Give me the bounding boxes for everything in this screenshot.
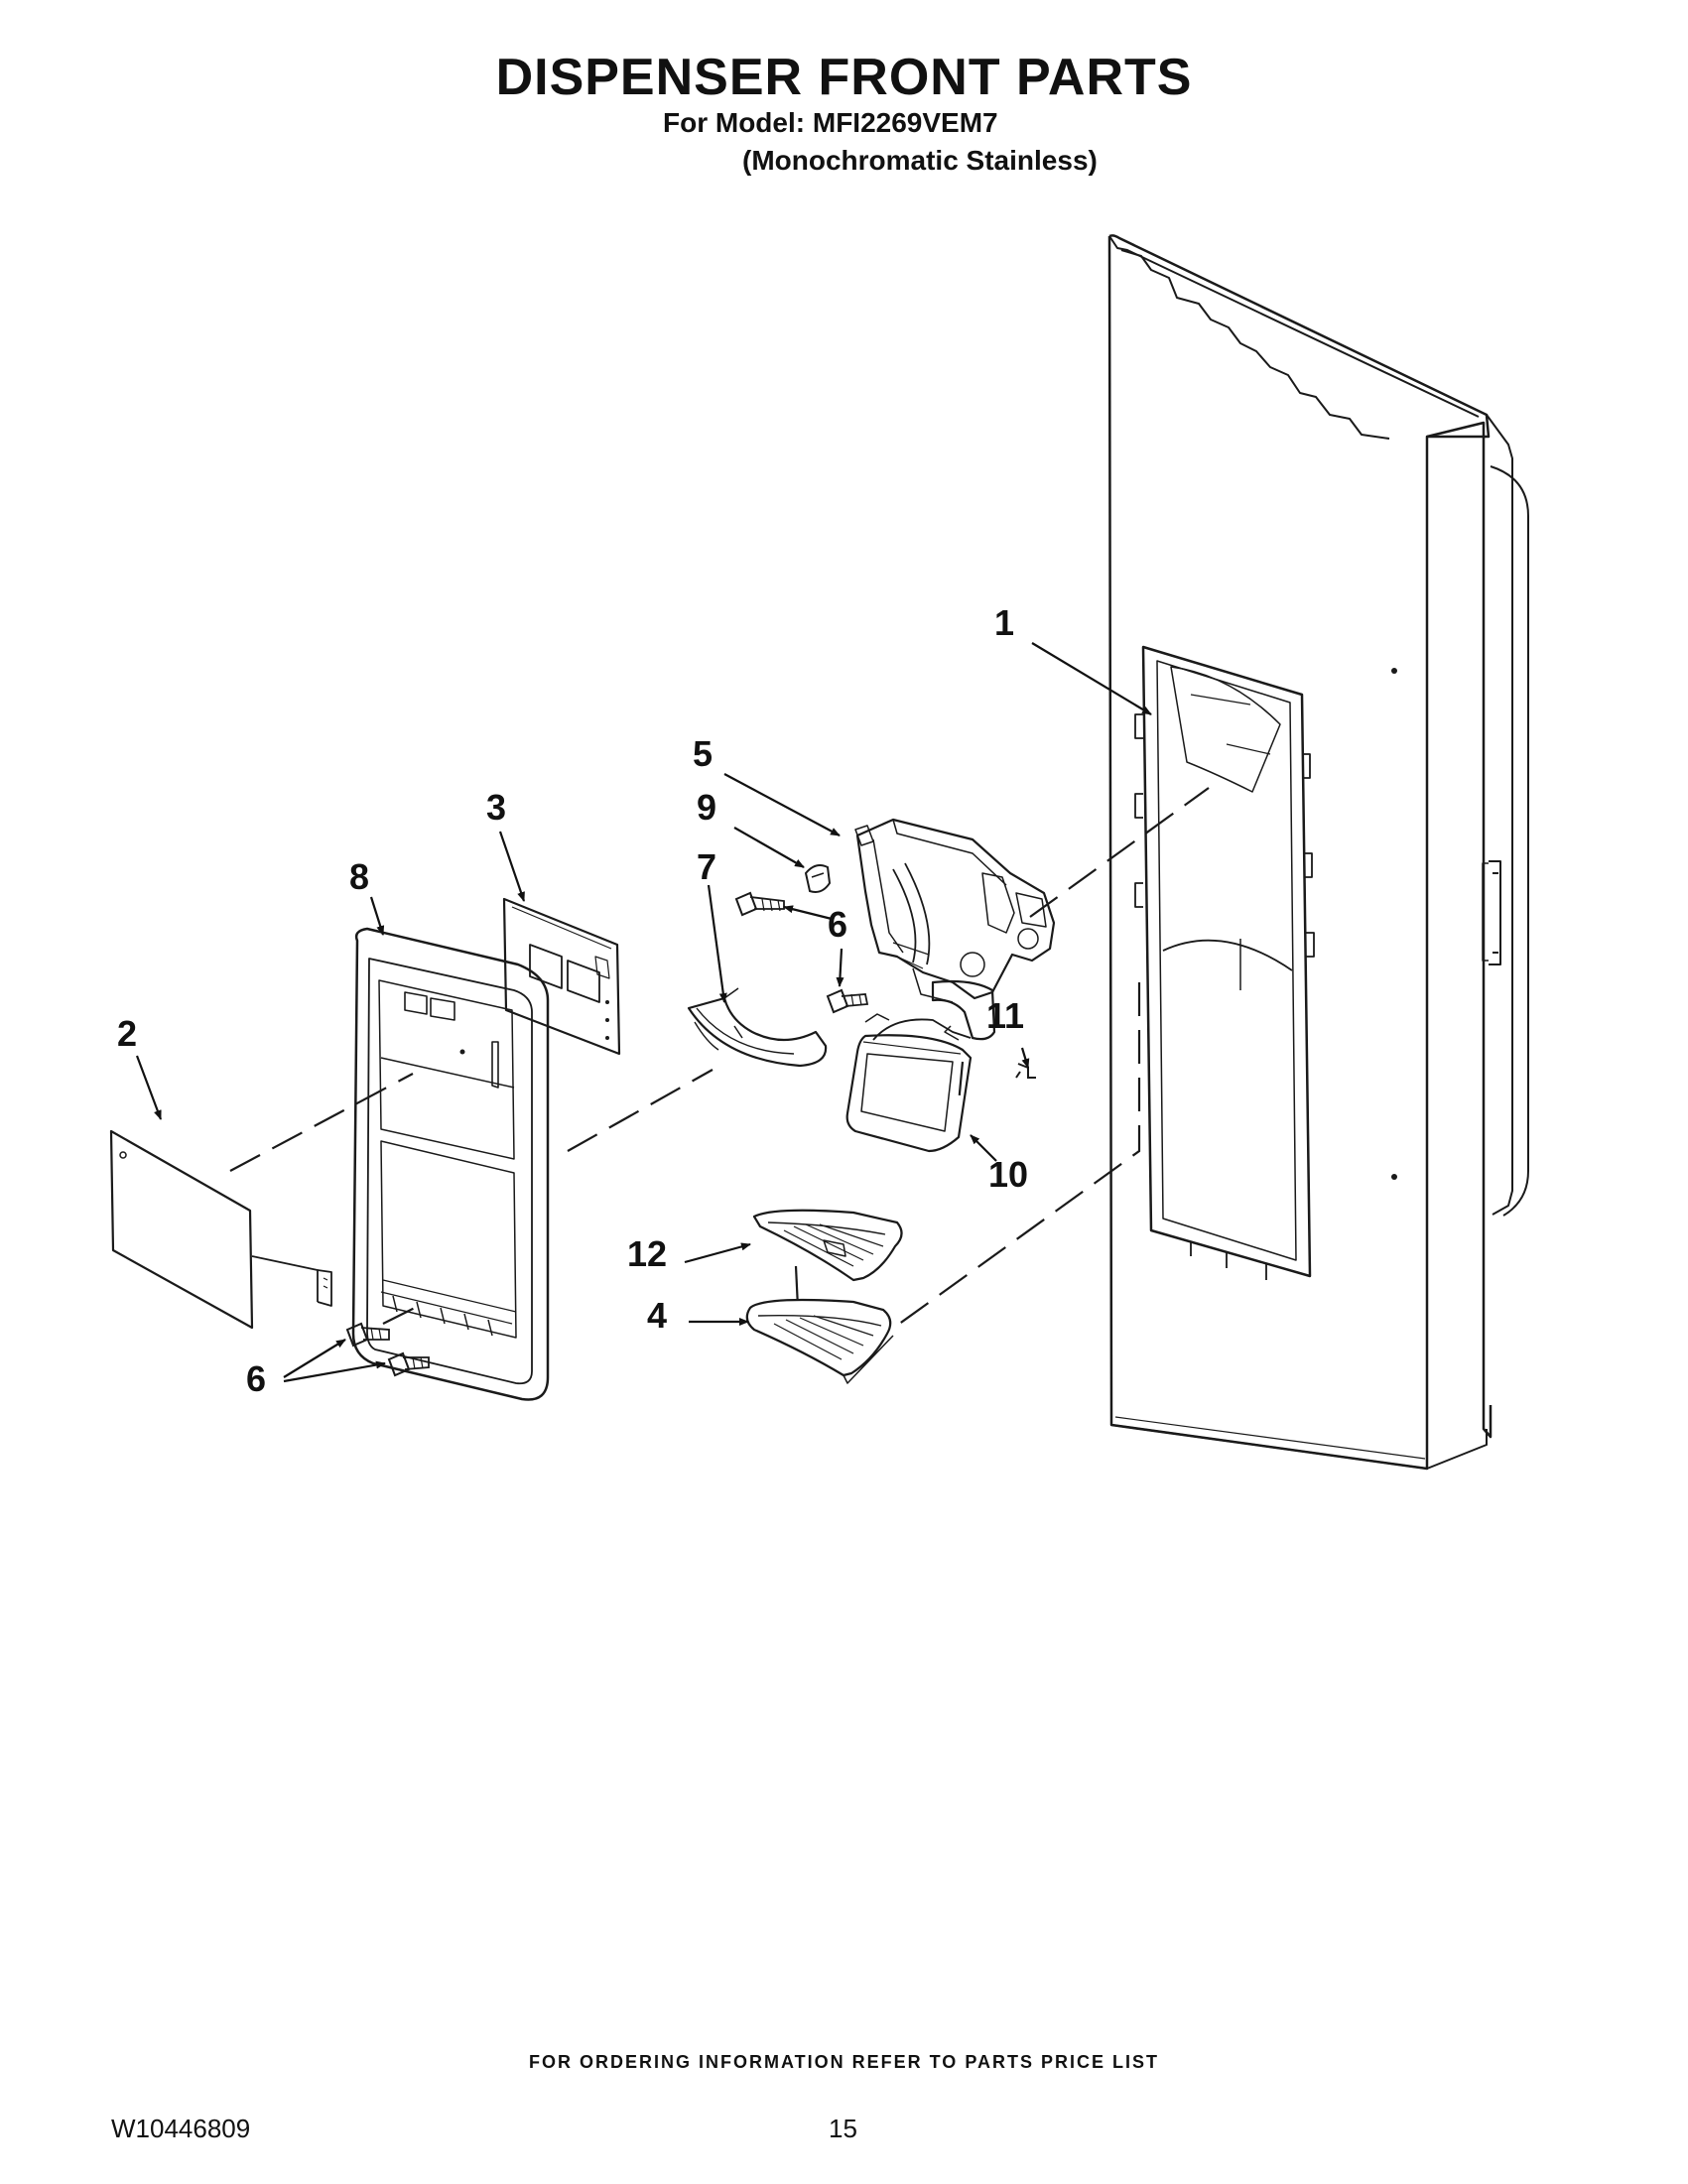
document-number: W10446809 xyxy=(111,2114,251,2143)
callout-9: 9 xyxy=(697,787,716,828)
screw-lower-1 xyxy=(345,1322,390,1348)
callout-6-lower: 6 xyxy=(246,1358,266,1399)
clip-part xyxy=(804,864,832,893)
drip-grille-part xyxy=(752,1209,903,1282)
callout-1: 1 xyxy=(994,602,1014,643)
lens-part xyxy=(687,987,828,1068)
screw-upper-2 xyxy=(826,988,869,1014)
callout-5: 5 xyxy=(693,733,713,774)
screw-upper-1 xyxy=(734,891,785,917)
callout-7: 7 xyxy=(697,846,716,887)
screw-lower-2 xyxy=(387,1351,430,1377)
callout-6-upper: 6 xyxy=(828,904,847,945)
label-sheet-part xyxy=(109,1129,332,1330)
assembly-lines xyxy=(229,787,1210,1331)
paddle-part xyxy=(845,1013,973,1153)
model-line: For Model: MFI2269VEM7 xyxy=(663,107,998,138)
callout-10: 10 xyxy=(988,1154,1028,1195)
dispenser-recess xyxy=(1134,645,1315,1280)
door-panel-part xyxy=(1107,234,1529,1471)
actuator-assembly-part xyxy=(854,818,1056,1041)
leader-arrows xyxy=(135,642,1152,1383)
drip-tray-part xyxy=(745,1298,894,1384)
page-number: 15 xyxy=(829,2114,857,2143)
callout-2: 2 xyxy=(117,1013,137,1054)
page-title: DISPENSER FRONT PARTS xyxy=(495,49,1193,106)
callout-3: 3 xyxy=(486,787,506,828)
callout-4: 4 xyxy=(647,1295,667,1336)
spring-part xyxy=(1015,1063,1036,1079)
bezel-frame-part xyxy=(351,927,550,1401)
callout-12: 12 xyxy=(627,1233,667,1274)
ordering-note: FOR ORDERING INFORMATION REFER TO PARTS … xyxy=(528,2052,1159,2072)
finish-line: (Monochromatic Stainless) xyxy=(742,145,1098,176)
control-board-part xyxy=(502,897,621,1056)
callout-8: 8 xyxy=(349,856,369,897)
callout-11: 11 xyxy=(986,995,1024,1036)
